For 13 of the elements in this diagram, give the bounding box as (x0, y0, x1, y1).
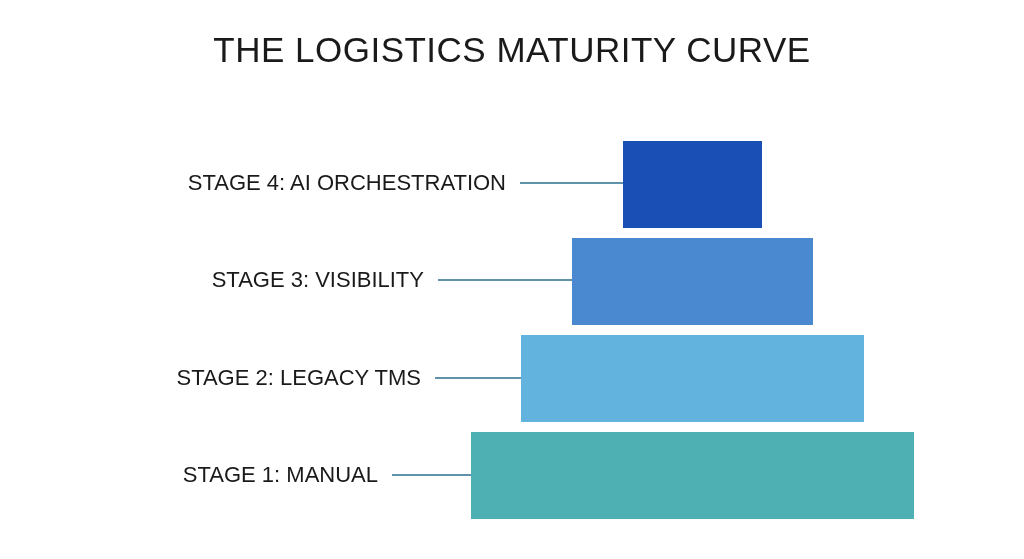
stage-bar (572, 238, 813, 325)
leader-line (391, 474, 472, 476)
diagram-title: THE LOGISTICS MATURITY CURVE (212, 30, 812, 70)
stage-label: STAGE 3: VISIBILITY (211, 267, 438, 293)
leader-line (437, 279, 573, 281)
stage-bar (521, 335, 864, 422)
leader-line (434, 377, 522, 379)
stage-label: STAGE 4: AI ORCHESTRATION (187, 170, 520, 196)
stage-label: STAGE 2: LEGACY TMS (176, 365, 435, 391)
leader-line (519, 182, 624, 184)
stage-bar (623, 141, 762, 228)
stage-label: STAGE 1: MANUAL (182, 462, 392, 488)
stage-bar (471, 432, 914, 519)
